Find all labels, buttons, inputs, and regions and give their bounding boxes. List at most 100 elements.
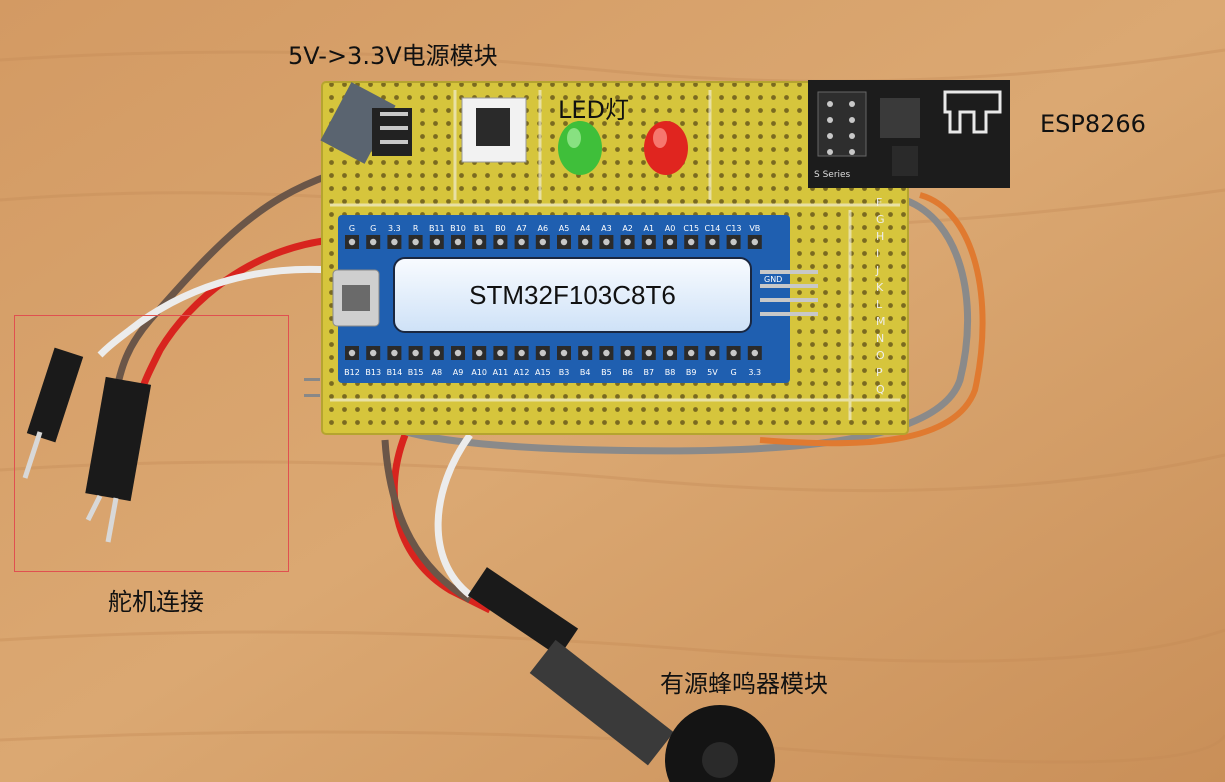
wire-orange-right [759, 192, 986, 447]
top-pin-label: C15 [683, 224, 699, 233]
bottom-pin-label: A9 [453, 368, 464, 377]
bottom-pin-contact [433, 349, 440, 357]
top-pin-contact [709, 238, 716, 246]
side-letter: L [876, 298, 883, 311]
top-pin-label: A7 [516, 224, 527, 233]
top-pin-contact [645, 238, 652, 246]
bottom-pin-contact [560, 349, 568, 357]
wire-red-left [136, 236, 331, 397]
bottom-pin-contact [645, 349, 652, 357]
top-pin-contact [730, 238, 737, 246]
push-button [461, 97, 527, 163]
pin-header-top [345, 235, 762, 249]
side-letter: G [876, 213, 885, 226]
power-module [320, 82, 412, 164]
top-pin-label: A2 [622, 224, 633, 233]
bottom-pin-contact [348, 349, 356, 357]
bottom-pin-contact [751, 349, 758, 357]
top-pin-label: A1 [644, 224, 655, 233]
side-letter: H [876, 230, 884, 243]
wire-brown-buzzer [381, 439, 472, 604]
wire-red-buzzer [390, 433, 492, 614]
bottom-pin-contact [709, 349, 716, 357]
esp8266-module: S Series [808, 80, 1010, 188]
side-letter: F [876, 196, 882, 209]
led-green [558, 121, 602, 175]
mcu-label: STM32F103C8T6 [469, 279, 676, 310]
wire-white-buzzer [434, 432, 473, 598]
bottom-pin-contact [730, 349, 737, 357]
bottom-pin-label: B8 [665, 368, 676, 377]
top-pin-label: A6 [538, 224, 549, 233]
servo-label: 舵机连接 [108, 588, 204, 616]
bottom-pin-contact [539, 349, 546, 357]
top-pin-contact [560, 238, 568, 246]
bottom-pin-label: B15 [408, 368, 424, 377]
side-letter: I [876, 247, 879, 260]
bottom-pin-label: 5V [707, 368, 718, 377]
bottom-pin-contact [624, 349, 631, 357]
wire-white-left [97, 265, 331, 358]
top-pin-label: B1 [474, 224, 485, 233]
top-pin-label: B0 [495, 224, 506, 233]
top-pin-contact [476, 238, 483, 246]
bottom-pin-label: B7 [644, 368, 655, 377]
side-letter: P [876, 366, 883, 379]
gnd-label: GND [764, 275, 782, 284]
esp-series-label: S Series [814, 170, 851, 180]
buzzer-module [529, 639, 775, 782]
top-pin-label: B10 [450, 224, 466, 233]
bottom-pin-label: A8 [432, 368, 443, 377]
top-pin-contact [348, 238, 356, 246]
top-pin-contact [688, 238, 695, 246]
top-pin-label: C13 [726, 224, 742, 233]
top-pin-label: A4 [580, 224, 591, 233]
bottom-pin-contact [688, 349, 695, 357]
bottom-pin-label: G [730, 368, 736, 377]
top-pin-contact [391, 238, 398, 246]
bottom-pin-label: 3.3 [748, 368, 761, 377]
side-letter: K [876, 281, 884, 294]
side-letter: J [875, 264, 879, 277]
bottom-pin-contact [666, 349, 674, 357]
bottom-pin-contact [518, 349, 525, 357]
bottom-pin-contact [603, 349, 610, 357]
top-pin-contact [582, 238, 589, 246]
top-pin-label: G [349, 224, 355, 233]
top-pin-contact [539, 238, 546, 246]
right-header-pins [760, 270, 818, 316]
bottom-pin-label: B13 [365, 368, 381, 377]
servo-connector-white [22, 347, 84, 479]
side-letter: O [876, 349, 885, 362]
servo-highlight-frame [14, 315, 289, 572]
servo-connector-red-brown [85, 376, 152, 543]
bottom-pin-label: B3 [559, 368, 570, 377]
top-pin-contact [433, 238, 440, 246]
power-module-label: 5V->3.3V电源模块 [288, 42, 498, 70]
top-pin-contact [518, 238, 525, 246]
bottom-pin-contact [412, 349, 419, 357]
bottom-pin-label: B4 [580, 368, 591, 377]
wire-gray-right [398, 196, 972, 455]
top-pin-contact [666, 238, 674, 246]
bottom-pin-label: B9 [686, 368, 697, 377]
side-letter: M [876, 315, 886, 328]
top-pin-contact [412, 238, 419, 246]
left-stub-pins [304, 378, 320, 397]
bottom-pin-contact [476, 349, 483, 357]
top-pin-contact [497, 238, 504, 246]
bottom-pin-label: B14 [387, 368, 403, 377]
bottom-pin-label: A11 [493, 368, 509, 377]
buzzer-label: 有源蜂鸣器模块 [660, 670, 828, 698]
top-pin-label: B11 [429, 224, 445, 233]
top-pin-label: G [370, 224, 376, 233]
top-pin-label: VB [749, 224, 760, 233]
bottom-pin-label: B5 [601, 368, 612, 377]
top-pin-contact [454, 238, 462, 246]
top-pin-contact [603, 238, 610, 246]
top-pin-contact [751, 238, 758, 246]
top-pin-contact [370, 238, 377, 246]
